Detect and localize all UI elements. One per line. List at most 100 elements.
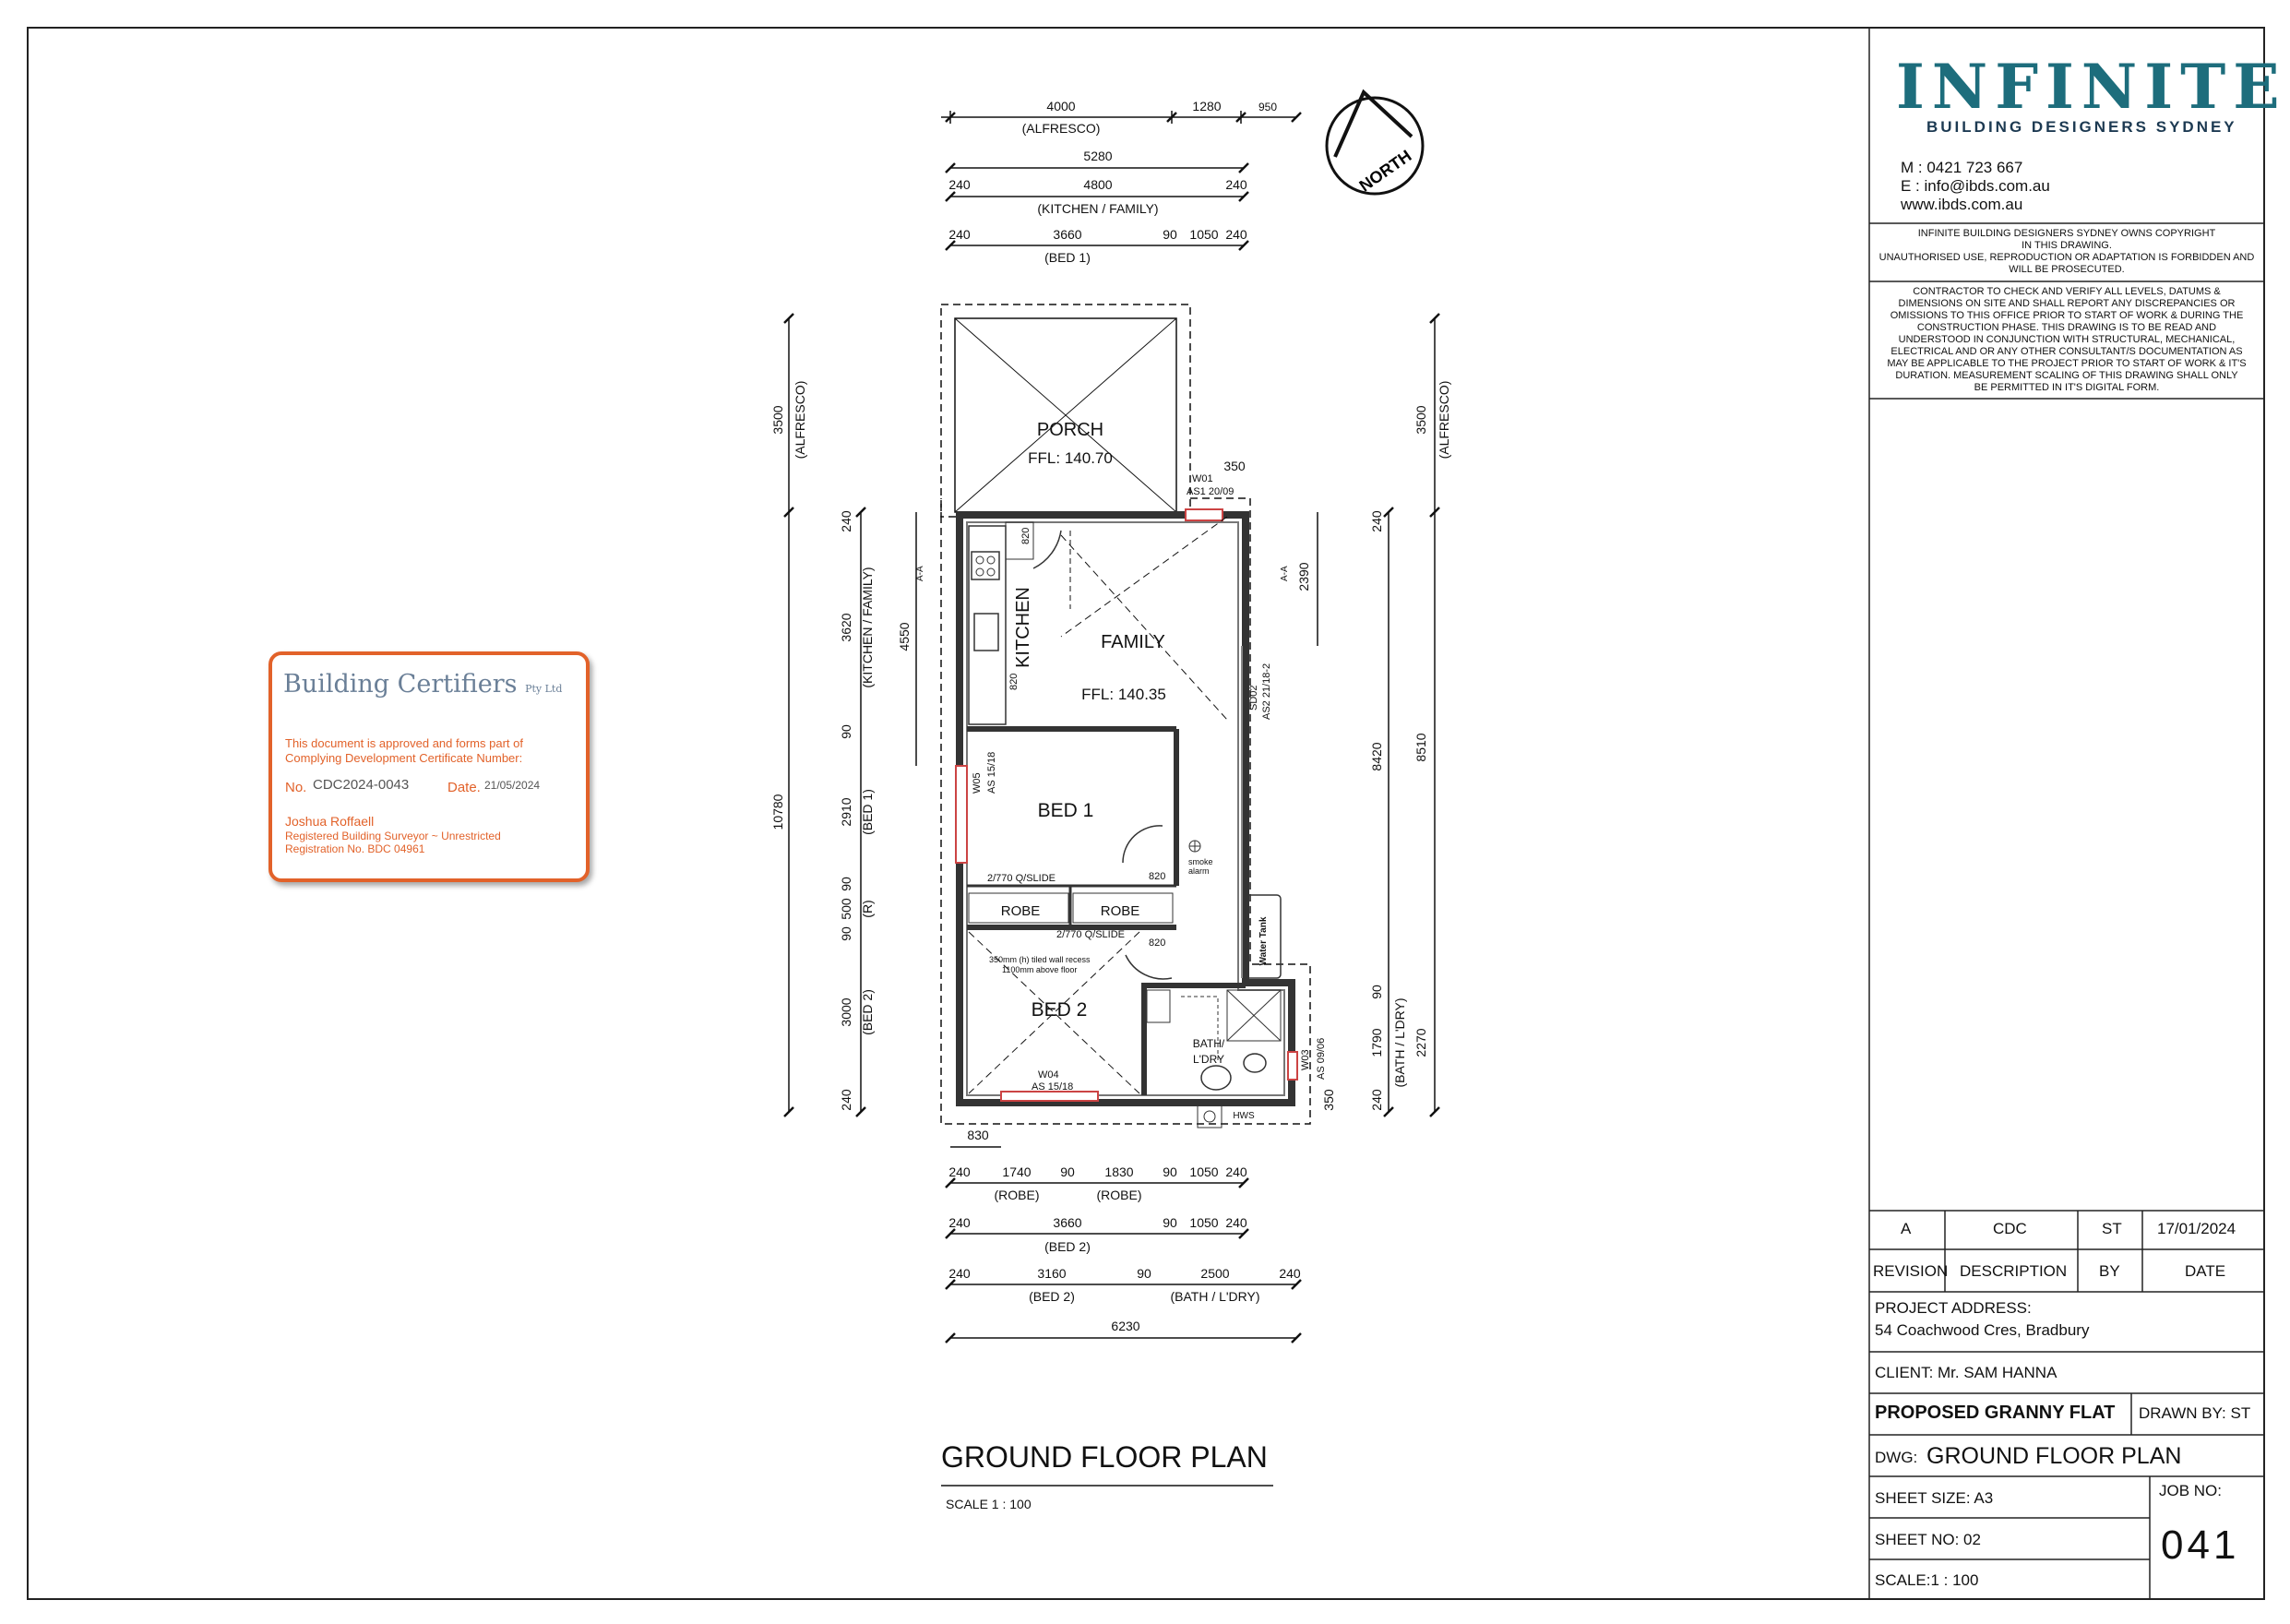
dim-bottom-r1-240b: 240 [1225,1164,1247,1179]
dim-top-bed1-label: (BED 1) [1044,250,1091,265]
sd02-label: SD02 [1248,685,1259,710]
contact-email[interactable]: E : info@ibds.com.au [1901,177,2050,195]
dim-left-alfresco: (ALFRESCO) [793,381,807,460]
door-820-kitchen: 820 [1020,528,1032,544]
job-no-label: JOB NO: [2159,1482,2223,1499]
dim-bottom-bath-label: (BATH / L'DRY) [1170,1289,1259,1304]
dim-bottom-r3-90: 90 [1137,1266,1151,1281]
room-laundry: L'DRY [1193,1053,1224,1066]
robe-1-label: ROBE [1001,903,1041,919]
drawn-by: DRAWN BY: ST [2139,1404,2251,1422]
dim-top-kitchen-label: (KITCHEN / FAMILY) [1037,201,1158,216]
dim-top-4000: 4000 [1046,99,1075,113]
dim-right-8420: 8420 [1369,742,1384,770]
contractor-line: ELECTRICAL AND OR ANY OTHER CONSULTANT/S… [1890,346,2243,357]
dim-bottom-1830: 1830 [1104,1164,1133,1179]
project-address: 54 Coachwood Cres, Bradbury [1875,1321,2090,1339]
dim-bottom-r2-1050: 1050 [1189,1215,1218,1230]
client-name: CLIENT: Mr. SAM HANNA [1875,1364,2057,1381]
stamp-date-label: Date. [447,780,481,795]
dwg-name: GROUND FLOOR PLAN [1926,1443,2182,1469]
w05-label: W05 [972,772,983,794]
dim-top-240a: 240 [948,177,971,192]
contact-website[interactable]: www.ibds.com.au [1901,196,2023,213]
drawing-title: GROUND FLOOR PLAN [941,1440,1268,1474]
dim-right-240b: 240 [1369,1089,1384,1111]
dim-left-4550: 4550 [897,622,912,651]
revision-header: REVISION [1873,1262,1949,1280]
dim-left-robe-label: (R) [860,900,875,917]
job-no: 041 [2161,1522,2240,1568]
dim-left-3000: 3000 [839,997,853,1026]
dim-bottom-1740: 1740 [1002,1164,1031,1179]
dim-bottom-r2-3660: 3660 [1053,1215,1081,1230]
sheet-scale: SCALE:1 : 100 [1875,1571,1979,1589]
stamp-registration: Registration No. BDC 04961 [285,842,425,855]
description-header: DESCRIPTION [1960,1262,2068,1280]
dim-bottom-r2-240b: 240 [1225,1215,1247,1230]
w03-label: W03 [1300,1049,1311,1070]
dim-top-240c: 240 [948,227,971,242]
revision-date-value: 17/01/2024 [2157,1220,2236,1237]
door-820-bed2: 820 [1149,937,1165,949]
date-header: DATE [2185,1262,2226,1280]
dim-bottom-r3-240a: 240 [948,1266,971,1281]
dim-top-1050: 1050 [1189,227,1218,242]
dim-bottom-3160: 3160 [1037,1266,1066,1281]
section-aa-right: A-A [1280,566,1290,581]
dim-bottom-bed2-label-2: (BED 2) [1029,1289,1075,1304]
bottom-dimensions [950,1146,1296,1339]
stamp-cdc-number: CDC2024-0043 [313,777,410,793]
sd02-size: AS2 21/18-2 [1261,663,1272,720]
company-logo-subtitle: BUILDING DESIGNERS SYDNEY [1926,118,2237,136]
dim-right-240a: 240 [1369,510,1384,532]
door-820-pantry: 820 [1008,674,1020,690]
stamp-no-label: No. [285,780,307,795]
dim-bottom-r1-1050: 1050 [1189,1164,1218,1179]
dim-bottom-830: 830 [967,1128,989,1142]
copyright-note: INFINITE BUILDING DESIGNERS SYDNEY OWNS … [1871,228,2262,276]
dim-left-500: 500 [839,898,853,920]
sheet-size: SHEET SIZE: A3 [1875,1489,1994,1507]
contractor-line: MAY BE APPLICABLE TO THE PROJECT PRIOR T… [1887,358,2247,369]
top-dimensions [941,111,1296,246]
dim-left-90c: 90 [839,926,853,941]
dim-right-bath-label: (BATH / L'DRY) [1392,997,1407,1087]
room-bed2: BED 2 [1032,999,1088,1021]
dim-left-240b: 240 [839,1089,853,1111]
dim-left-3620: 3620 [839,613,853,641]
dim-bottom-r1-240a: 240 [948,1164,971,1179]
dim-left-10780: 10780 [770,794,785,830]
contractor-line: CONSTRUCTION PHASE. THIS DRAWING IS TO B… [1916,322,2217,333]
dim-right-8510: 8510 [1413,733,1428,761]
dim-left-bed2-label: (BED 2) [860,989,875,1035]
stamp-company: Building Certifiers Pty Ltd [283,670,562,699]
contractor-line: DURATION. MEASUREMENT SCALING OF THIS DR… [1895,370,2238,381]
dim-top-950: 950 [1258,101,1277,113]
stamp-surveyor-name: Joshua Roffaell [285,814,375,829]
room-family: FAMILY [1101,632,1165,652]
section-aa-left: A-A [915,566,925,581]
revision-by-value: ST [2102,1220,2122,1237]
title-block-grid [1868,28,2264,1599]
slide-1-label: 2/770 Q/SLIDE [987,873,1056,884]
dim-top-240b: 240 [1225,177,1247,192]
dwg-label: DWG: [1875,1449,1918,1466]
dim-left-240a: 240 [839,510,853,532]
recess-note-1: 350mm (h) tiled wall recess [989,955,1091,964]
dim-right-90: 90 [1369,985,1384,999]
dim-top-240d: 240 [1225,227,1247,242]
w01-size: AS1 20/09 [1187,486,1234,497]
stamp-company-suffix: Pty Ltd [525,683,563,695]
dim-right-1790: 1790 [1369,1028,1384,1057]
project-name: PROPOSED GRANNY FLAT [1875,1403,2116,1423]
north-label: NORTH [1356,147,1415,196]
dim-left-kitchen-label: (KITCHEN / FAMILY) [860,567,875,687]
copyright-line: IN THIS DRAWING. [2022,240,2112,251]
dimension-ticks [783,112,1440,1343]
dim-top-90: 90 [1163,227,1177,242]
dim-right-350b: 350 [1321,1089,1336,1111]
dim-top-5280: 5280 [1083,149,1112,163]
contractor-line: UNDERSTOOD IN CONJUNCTION WITH STRUCTURA… [1898,334,2236,345]
